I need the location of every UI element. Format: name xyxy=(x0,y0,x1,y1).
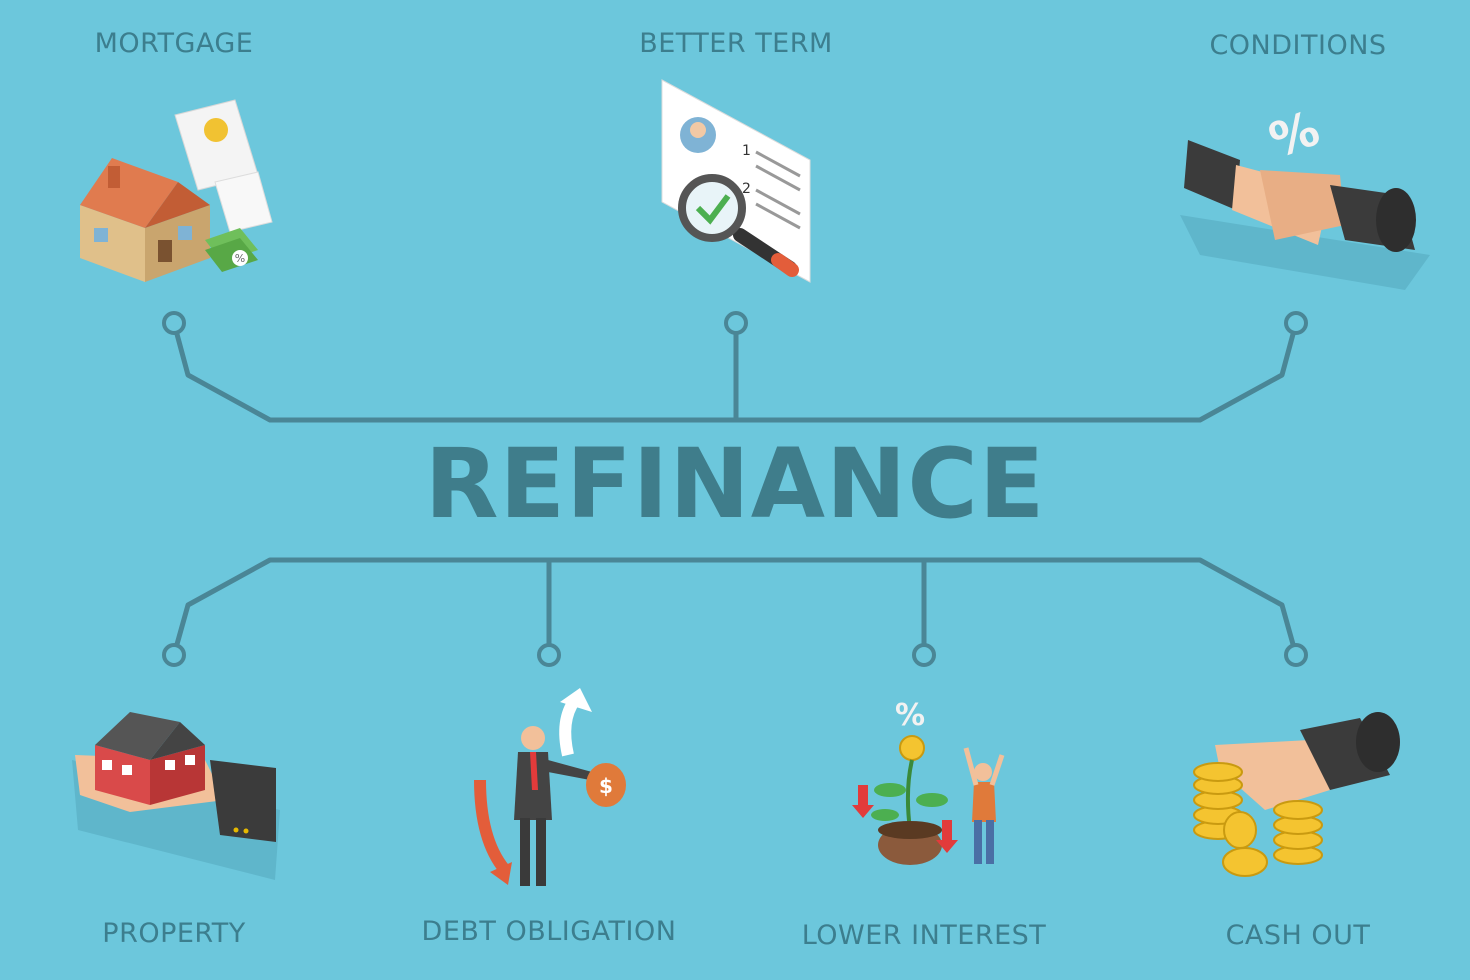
money-tree-percent-icon: % xyxy=(852,698,1005,865)
svg-text:%: % xyxy=(235,252,245,265)
node-debt xyxy=(537,643,561,667)
svg-text:%: % xyxy=(895,698,925,733)
doc-number-2: 2 xyxy=(742,181,751,197)
label-property: PROPERTY xyxy=(102,918,246,949)
bag-dollar-sign: $ xyxy=(599,774,613,798)
label-mortgage: MORTGAGE xyxy=(94,28,254,59)
node-interest xyxy=(912,643,936,667)
label-cash-out: CASH OUT xyxy=(1225,920,1371,951)
hand-gold-coins-icon xyxy=(1193,712,1400,877)
svg-text:%: % xyxy=(1262,100,1326,169)
doc-number-1: 1 xyxy=(742,143,751,159)
page-title: REFINANCE xyxy=(424,428,1046,540)
house-with-documents-icon: % xyxy=(80,99,273,282)
hand-holding-house-icon xyxy=(72,712,280,880)
label-better-term: BETTER TERM xyxy=(639,28,833,59)
node-cash xyxy=(1284,643,1308,667)
node-property xyxy=(162,643,186,667)
label-conditions: CONDITIONS xyxy=(1209,30,1387,61)
node-mortgage xyxy=(162,311,186,335)
businessman-money-bag-icon: $ xyxy=(474,688,626,886)
node-conditions xyxy=(1284,311,1308,335)
label-debt-obligation: DEBT OBLIGATION xyxy=(421,916,677,947)
node-better-term xyxy=(724,311,748,335)
document-magnifier-icon: 1 2 xyxy=(661,79,811,283)
handshake-percent-icon: % xyxy=(1180,100,1430,290)
bottom-bus-line xyxy=(171,557,1299,656)
label-lower-interest: LOWER INTEREST xyxy=(801,920,1047,951)
